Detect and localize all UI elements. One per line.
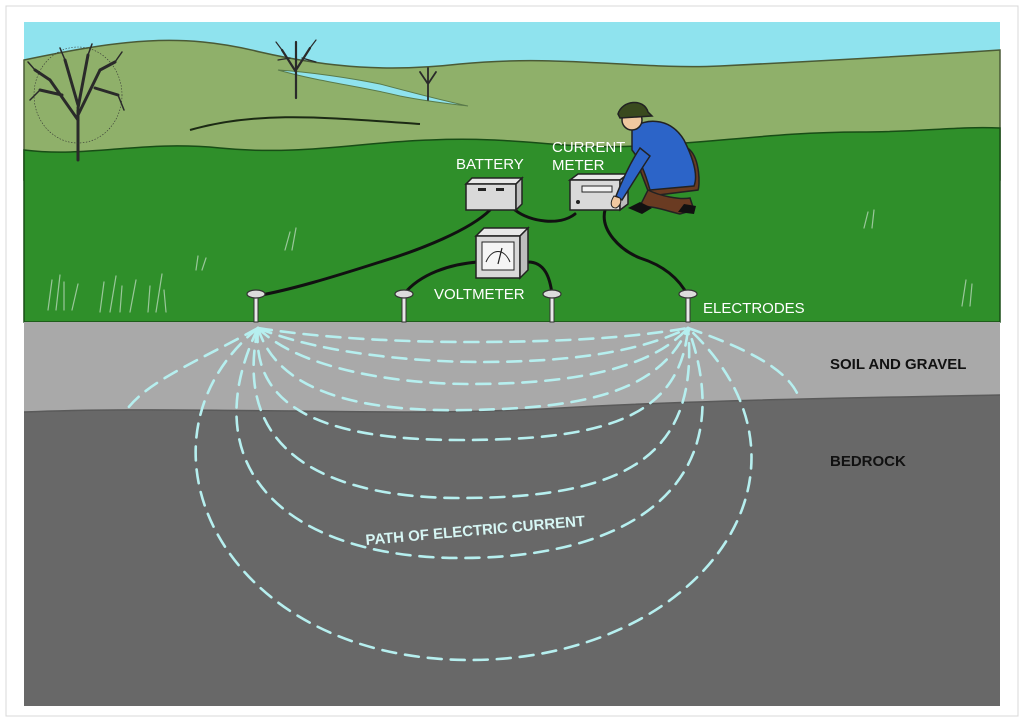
electrode-right [678, 289, 698, 323]
wire-current-meter-electrode-right [602, 208, 690, 298]
wire-battery-electrode-left [254, 208, 492, 298]
current-path-9 [126, 326, 260, 410]
battery-device [464, 176, 524, 212]
current-path-5 [256, 326, 690, 442]
current-path-6 [252, 326, 691, 500]
tree-small [419, 67, 437, 101]
voltmeter-device [474, 226, 530, 280]
label-current-meter-1: CURRENT [552, 139, 625, 156]
current-path-1 [256, 326, 690, 344]
electrode-left [246, 289, 266, 323]
tree-middle [275, 39, 317, 100]
surveyor-person [610, 101, 700, 215]
tree-left [27, 43, 125, 162]
label-current-meter-2: METER [552, 157, 605, 174]
label-bedrock-layer: BEDROCK [830, 453, 906, 470]
hill-line [189, 116, 421, 131]
bedrock-layer [24, 395, 1000, 706]
wire-voltmeter-electrode-left [402, 260, 480, 296]
current-path-10 [686, 326, 802, 402]
electrode-mid-right [542, 289, 562, 323]
current-paths [126, 326, 802, 662]
current-path-2 [256, 326, 690, 364]
label-voltmeter: VOLTMETER [434, 286, 525, 303]
current-path-3 [256, 326, 690, 386]
current-path-8 [194, 326, 753, 662]
grass-field [23, 126, 1001, 323]
current-path-4 [256, 326, 690, 412]
grass-tufts [47, 209, 973, 313]
wire-battery-current-meter [513, 208, 577, 223]
label-battery: BATTERY [456, 156, 524, 173]
label-soil-layer: SOIL AND GRAVEL [830, 356, 966, 373]
current-path-7 [235, 326, 704, 560]
label-electrodes: ELECTRODES [703, 300, 805, 317]
stream [277, 69, 469, 107]
electrode-mid-left [394, 289, 414, 323]
